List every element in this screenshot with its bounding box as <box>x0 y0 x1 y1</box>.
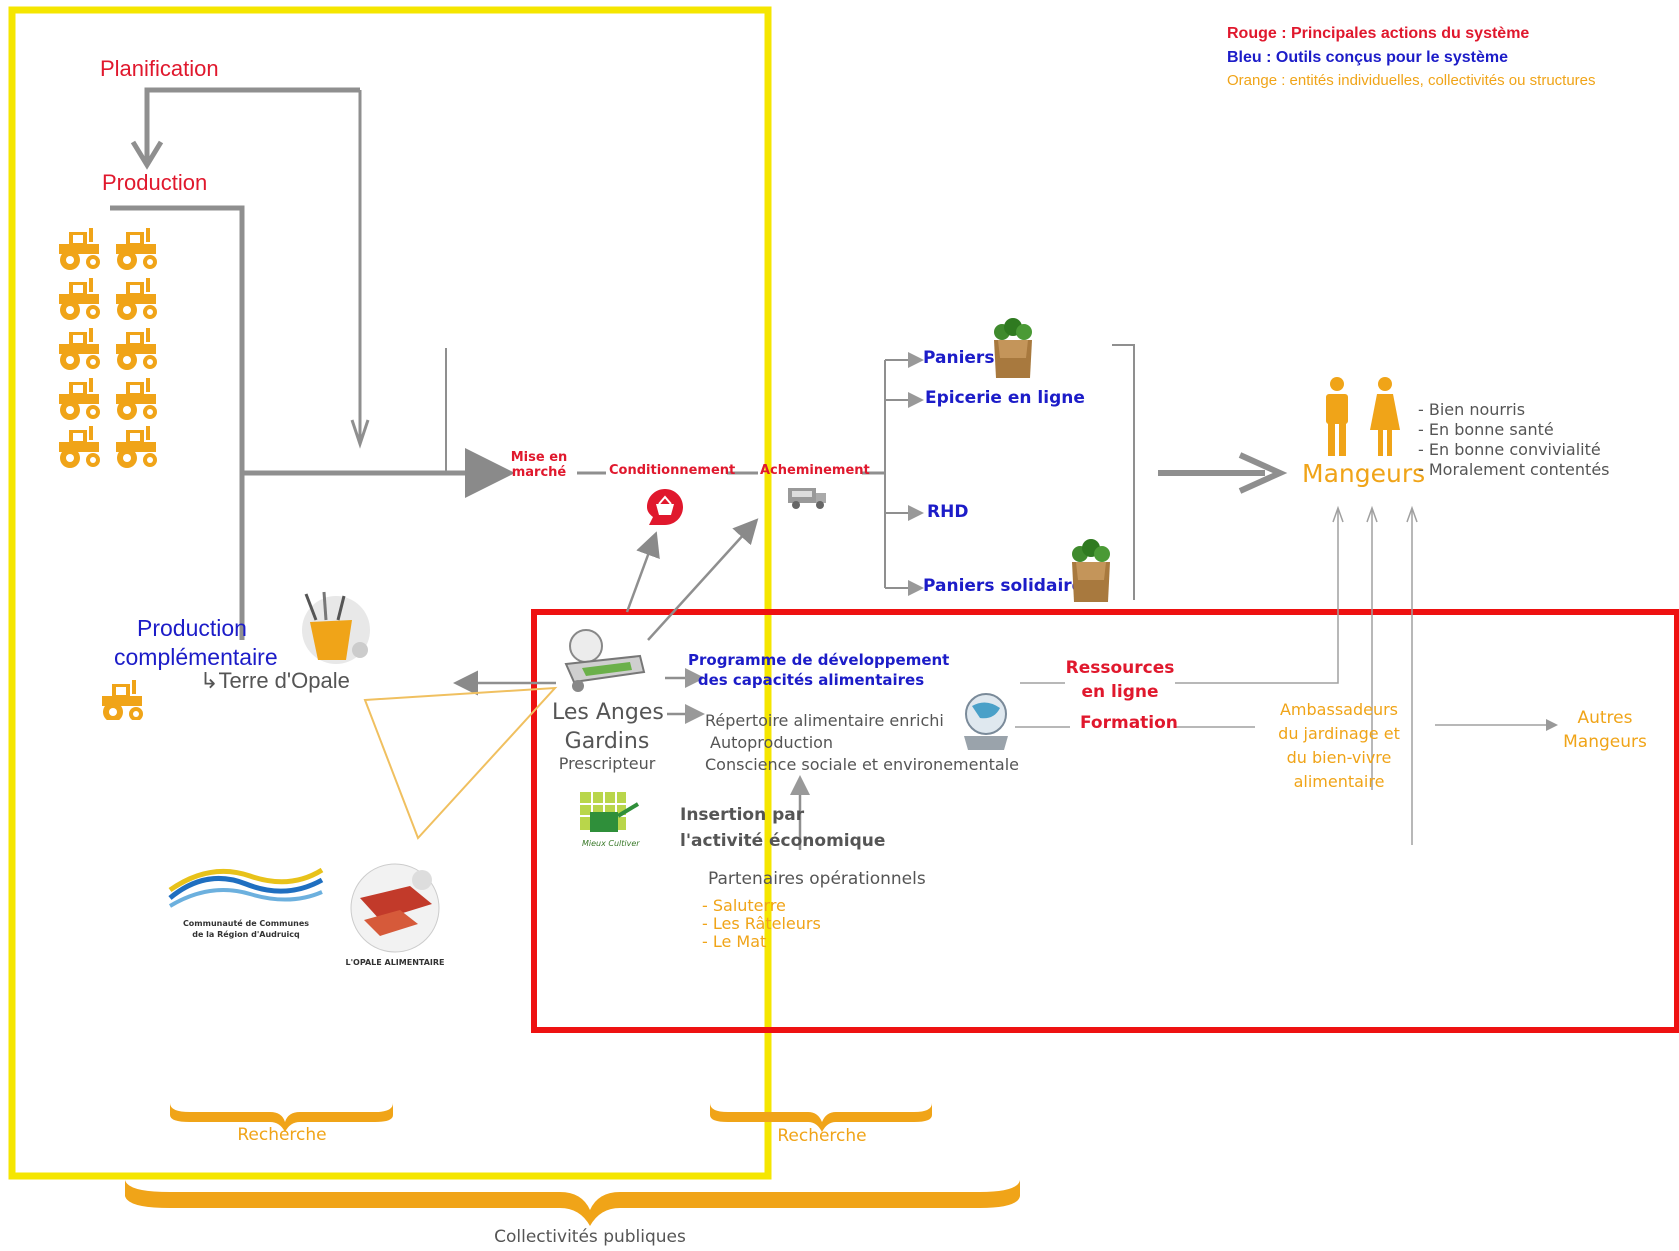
vegetable-bag-icon <box>988 318 1038 380</box>
benefit-item: - En bonne santé <box>1418 420 1554 439</box>
distribution-bracket <box>884 344 1135 600</box>
repertoire-list: Répertoire alimentaire enrichi Autoprodu… <box>705 710 1019 776</box>
planification-label: Planification <box>100 56 219 81</box>
orange-triangle <box>363 686 558 840</box>
tractor-icon <box>59 228 157 468</box>
tractor-grid <box>55 228 165 472</box>
vegetable-bag-icon <box>1066 538 1116 604</box>
yellow-frame <box>8 6 772 1180</box>
tractor-icon <box>98 680 146 722</box>
legend-red: Rouge : Principales actions du système <box>1227 25 1530 42</box>
rhd-label: RHD <box>927 502 969 522</box>
legend-orange: Orange : entités individuelles, collecti… <box>1227 72 1596 89</box>
paniers-label: Paniers <box>923 348 995 368</box>
jardin-caption: Mieux Cultiver <box>582 839 640 848</box>
woman-icon <box>1368 376 1402 458</box>
anges-arrows <box>453 518 810 850</box>
resources-lines <box>1015 505 1558 845</box>
repertoire-item: Conscience sociale et environementale <box>705 755 1019 774</box>
legend-blue: Bleu : Outils conçus pour le système <box>1227 49 1508 66</box>
delivery-van-icon <box>786 485 830 511</box>
production-comp-line2: complémentaire <box>114 644 278 670</box>
formation-label: Formation <box>1080 713 1178 733</box>
partenaire-item: - Saluterre <box>702 896 786 915</box>
production-comp-line1: Production <box>137 615 247 641</box>
man-icon <box>1322 376 1352 458</box>
repertoire-item: Répertoire alimentaire enrichi <box>705 711 944 730</box>
anges-line2: Gardins <box>564 729 650 754</box>
anges-line1: Les Anges <box>552 700 664 725</box>
benefit-item: - Moralement contentés <box>1418 460 1610 479</box>
terre-opale-label: ↳Terre d'Opale <box>200 668 350 693</box>
vegetable-basket-icon <box>296 590 376 666</box>
partenaire-item: - Les Râteleurs <box>702 914 821 933</box>
conditionnement-label: Conditionnement <box>609 463 736 478</box>
watering-can-icon: Mieux Cultiver <box>578 790 648 848</box>
mangeurs-benefits: - Bien nourris - En bonne santé - En bon… <box>1418 400 1610 480</box>
globe-hand-icon <box>956 690 1016 754</box>
repertoire-item: Autoproduction <box>710 733 834 752</box>
paniers-solidaires-label: Paniers solidaires <box>923 576 1094 596</box>
benefit-item: - En bonne convivialité <box>1418 440 1601 459</box>
ccra-line: Communauté de Communes <box>182 919 310 928</box>
mangeurs-label: Mangeurs <box>1302 459 1426 488</box>
epicerie-label: Epicerie en ligne <box>925 388 1085 408</box>
recherche-label-right: Recherche <box>777 1126 867 1146</box>
benefit-item: - Bien nourris <box>1418 400 1526 419</box>
production-trunk <box>110 205 515 640</box>
opale-caption: L'OPALE ALIMENTAIRE <box>345 958 445 967</box>
arrow-to-mangeurs <box>1158 452 1288 494</box>
basket-icon <box>645 487 685 527</box>
ccra-line: de la Région d'Audruicq <box>192 930 300 939</box>
anges-role: Prescripteur <box>558 754 656 773</box>
recherche-braces <box>125 1103 1020 1226</box>
production-label: Production <box>102 170 208 195</box>
partenaires-list: - Saluterre - Les Râteleurs - Le Mat <box>702 897 821 951</box>
partenaire-item: - Le Mat <box>702 932 767 951</box>
acheminement-label: Acheminement <box>760 463 870 478</box>
recherche-label-left: Recherche <box>237 1125 327 1145</box>
wheelbarrow-icon <box>560 628 650 696</box>
red-frame <box>531 609 1679 1033</box>
collectivites-label: Collectivités publiques <box>494 1227 686 1247</box>
planning-loop-arrows <box>130 87 370 449</box>
ccra-logo: Communauté de Communes de la Région d'Au… <box>166 858 326 948</box>
opale-logo: L'OPALE ALIMENTAIRE <box>340 858 450 974</box>
partenaires-title: Partenaires opérationnels <box>708 869 926 889</box>
